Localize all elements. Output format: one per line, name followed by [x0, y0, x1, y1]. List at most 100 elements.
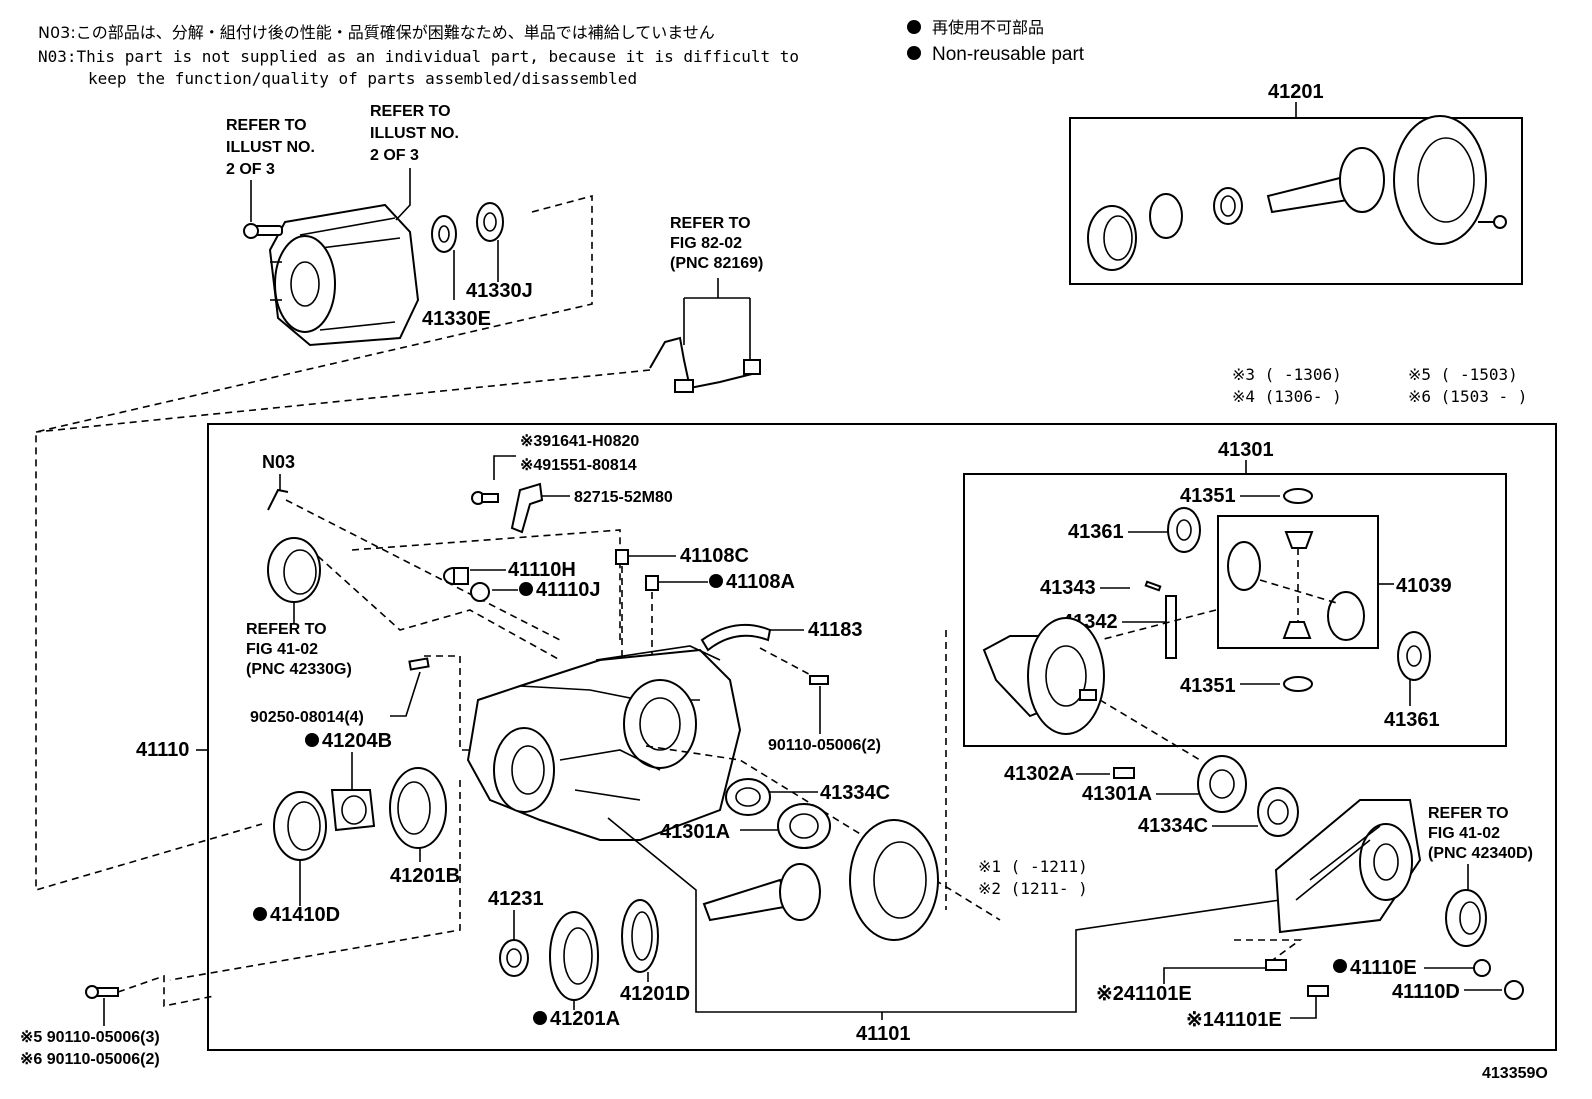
- shim-41334C-icon: [1257, 787, 1299, 837]
- spacer-41231-icon: [499, 939, 529, 977]
- ring-gear-set-icon: [1087, 115, 1507, 271]
- serial-note-s2: ※2 (1211- ): [978, 879, 1088, 898]
- washer-41361-icon: [1167, 507, 1201, 553]
- serial-note-s3: ※3 ( -1306): [1232, 365, 1342, 384]
- bearing-41301A-icon: [1197, 755, 1247, 813]
- ref-b-line1: REFER TO: [370, 103, 451, 120]
- label-41201A: 41201A: [550, 1008, 620, 1030]
- non-reusable-dot-icon: [305, 733, 319, 747]
- bearing-41301A-icon: [777, 803, 831, 849]
- ref-a-line3: 2 OF 3: [226, 161, 275, 178]
- ref-fig82-line3: (PNC 82169): [670, 255, 763, 272]
- label-41301: 41301: [1218, 439, 1274, 461]
- ref-fig41a-line3: (PNC 42330G): [246, 661, 352, 678]
- breather-tube-icon: [267, 488, 289, 511]
- label-91641: ※391641-H0820: [520, 433, 639, 450]
- ref-fig41b: REFER TO FIG 41-02 (PNC 42340D): [1428, 805, 1533, 862]
- non-reusable-dot-icon: [907, 46, 921, 60]
- label-41351-a: 41351: [1180, 485, 1236, 507]
- label-41334C-b: 41334C: [1138, 815, 1208, 837]
- side-pinion-gears-icon: [1227, 531, 1365, 641]
- legend-jp: 再使用不可部品: [932, 18, 1044, 37]
- label-90110-s6: ※6 90110-05006(2): [20, 1051, 160, 1068]
- ref-fig41b-line3: (PNC 42340D): [1428, 845, 1533, 862]
- label-41201B: 41201B: [390, 865, 460, 887]
- box-41301: [963, 473, 1507, 747]
- serial-note-s5: ※5 ( -1503): [1408, 365, 1518, 384]
- label-90110-s5: ※5 90110-05006(3): [20, 1029, 160, 1046]
- bolt-41302A-icon: [1113, 767, 1135, 779]
- label-41183: 41183: [808, 619, 863, 641]
- rear-cover-icon: [1274, 799, 1422, 934]
- ref-a: REFER TO ILLUST NO. 2 OF 3: [226, 117, 315, 178]
- assembly-frame-41110: [207, 423, 1557, 1051]
- serial-note-s6: ※6 (1503 - ): [1408, 387, 1527, 406]
- washer-41330J-icon: [476, 202, 504, 242]
- label-91551: ※491551-80814: [520, 457, 637, 474]
- label-41110J: 41110J: [536, 579, 601, 601]
- ref-fig82-line1: REFER TO: [670, 215, 751, 232]
- label-41361-a: 41361: [1068, 521, 1124, 543]
- label-41361-b: 41361: [1384, 709, 1440, 731]
- ref-fig41a: REFER TO FIG 41-02 (PNC 42330G): [246, 621, 352, 678]
- pinion-ring-gear-icon: [702, 819, 939, 941]
- label-41302A: 41302A: [1004, 763, 1074, 785]
- label-41301A-a: 41301A: [660, 821, 730, 843]
- label-41410D: 41410D: [270, 904, 340, 926]
- label-41343: 41343: [1040, 577, 1096, 599]
- illustration-id: 413359O: [1482, 1065, 1548, 1082]
- gasket-41110E-icon: [1473, 959, 1491, 977]
- label-41110D: 41110D: [1392, 981, 1460, 1003]
- plug-41108C-icon: [615, 549, 629, 565]
- nut-41204B-icon: [330, 789, 376, 832]
- label-41039: 41039: [1396, 575, 1452, 597]
- label-90250: 90250-08014(4): [250, 709, 364, 726]
- label-41101: 41101: [856, 1023, 911, 1045]
- label-41201: 41201: [1268, 81, 1324, 103]
- clip-41183-icon: [700, 623, 772, 652]
- pin-90250-icon: [408, 657, 430, 671]
- non-reusable-dot-icon: [533, 1011, 547, 1025]
- non-reusable-dot-icon: [907, 20, 921, 34]
- ref-fig41b-line2: FIG 41-02: [1428, 825, 1500, 842]
- assembly-dashed-guide: [35, 194, 593, 892]
- label-41330E: 41330E: [422, 308, 491, 330]
- label-41334C-a: 41334C: [820, 782, 890, 804]
- label-41231: 41231: [488, 888, 544, 910]
- bracket-icon: [510, 482, 544, 534]
- note-en-line1: N03:This part is not supplied as an indi…: [38, 47, 799, 66]
- non-reusable-dot-icon: [709, 574, 723, 588]
- note-jp: N03:この部品は、分解・組付け後の性能・品質確保が困難なため、単品では補給して…: [38, 23, 715, 42]
- box-41201: [1069, 117, 1523, 285]
- label-82715: 82715-52M80: [574, 489, 673, 506]
- label-41201D: 41201D: [620, 983, 690, 1005]
- box-41039: [1217, 515, 1379, 649]
- label-41110H: 41110H: [508, 559, 576, 581]
- pin-41343-icon: [1144, 580, 1162, 592]
- bearing-41201A-icon: [549, 911, 599, 1001]
- bolt-90110-icon: [809, 675, 829, 685]
- ref-fig41a-line1: REFER TO: [246, 621, 327, 638]
- ref-a-line1: REFER TO: [226, 117, 307, 134]
- label-41110E: 41110E: [1350, 957, 1417, 979]
- label-41108C: 41108C: [680, 545, 749, 567]
- ref-b-line2: ILLUST NO.: [370, 125, 459, 142]
- bolt-41101E-icon: [1265, 959, 1287, 971]
- ref-fig82-line2: FIG 82-02: [670, 235, 742, 252]
- shim-41334C-icon: [725, 778, 771, 816]
- washer-41351-icon: [1283, 488, 1313, 504]
- label-41110: 41110: [136, 739, 189, 761]
- label-90110a: 90110-05006(2): [768, 737, 881, 754]
- ref-a-line2: ILLUST NO.: [226, 139, 315, 156]
- note-en-line2: keep the function/quality of parts assem…: [88, 69, 637, 88]
- washer-41330E-icon: [431, 215, 457, 253]
- ref-fig41a-line2: FIG 41-02: [246, 641, 318, 658]
- label-41204B: 41204B: [322, 730, 392, 752]
- washer-41351-icon: [1283, 676, 1313, 692]
- ref-b: REFER TO ILLUST NO. 2 OF 3: [370, 103, 459, 164]
- differential-case-icon: [982, 617, 1105, 735]
- extension-housing-drawing: [243, 203, 420, 347]
- label-41351-b: 41351: [1180, 675, 1236, 697]
- label-41301A-b: 41301A: [1082, 783, 1152, 805]
